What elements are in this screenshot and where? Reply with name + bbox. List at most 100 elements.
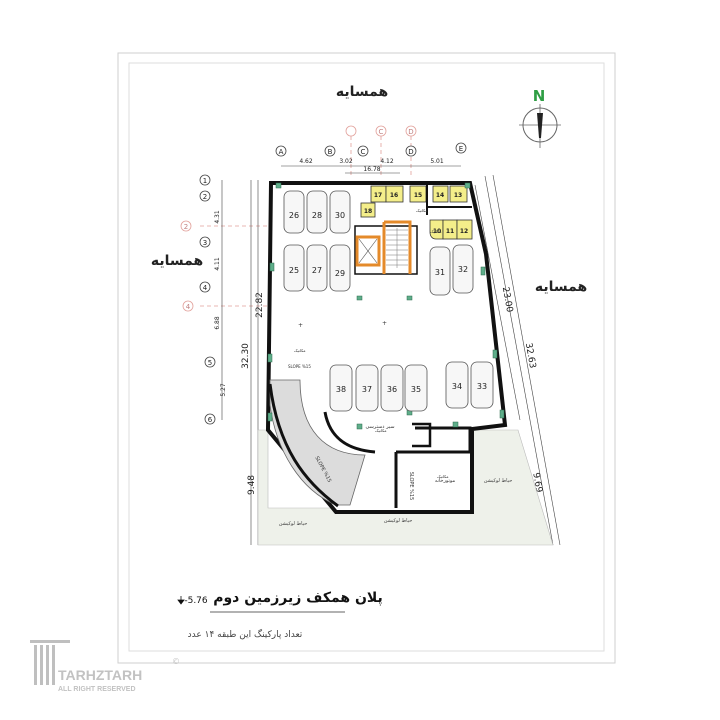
column	[452, 421, 459, 428]
level-value: -5.76	[184, 596, 208, 606]
storage-label-14: 14	[436, 192, 444, 199]
column	[356, 295, 363, 301]
logo-columns-icon	[30, 640, 70, 685]
yard-label-left: حیاط لوکیشن	[279, 521, 308, 527]
column	[275, 182, 282, 189]
center-mark: +	[382, 320, 387, 327]
top-dim-total: 16.78	[363, 166, 380, 173]
storage-label-10: 10	[433, 228, 441, 235]
grid-label-d: D	[408, 148, 413, 156]
yard-label-mid: حیاط لوکیشن	[384, 518, 413, 524]
ramp-room-label: سیر دسترسی	[365, 424, 394, 430]
parking-space-34	[445, 361, 469, 409]
storage-label-17: 17	[374, 192, 382, 199]
grid-bubble-d	[405, 145, 417, 157]
center-mark: +	[298, 322, 303, 329]
grid-bubble-2-secondary	[180, 220, 192, 232]
parking-label-29: 29	[335, 269, 345, 278]
ramp-outer-curb	[268, 383, 339, 508]
parking-count-note: تعداد پارکینگ این طبقه ۱۴ عدد	[188, 628, 303, 640]
stair-treads	[386, 228, 408, 268]
grid-bubble-6	[204, 413, 216, 425]
inner-frame	[128, 62, 605, 652]
grid-bubble-4	[199, 281, 211, 293]
parking-space-35	[404, 364, 428, 412]
ramp-area: SLOPE %15	[268, 379, 376, 508]
elevator-cross-2	[358, 238, 378, 264]
parking-label-36: 36	[387, 385, 397, 394]
left-dim-4: 5.27	[220, 383, 227, 397]
yard-label-right: حیاط لوکیشن	[484, 478, 513, 484]
storage-unit-14	[432, 185, 449, 203]
parking-space-32	[452, 244, 474, 294]
elevation-marker: مکانیک	[375, 428, 386, 433]
grid-bubble-c-tertiary	[345, 125, 357, 137]
grid-bubble-b	[324, 145, 336, 157]
elevation-marker: مکانیک	[416, 208, 427, 213]
level-symbol-icon	[177, 596, 185, 605]
ramp-curve-fill	[269, 379, 366, 506]
neighbor-left-label: همسایه	[151, 253, 203, 269]
parking-label-26: 26	[289, 211, 299, 220]
grid-label-1: 1	[203, 177, 207, 185]
storage-unit-13	[449, 185, 468, 203]
storage-label-13: 13	[454, 192, 462, 199]
logo-copyright: ©	[172, 657, 180, 666]
column	[499, 409, 505, 419]
parking-space-33	[470, 361, 494, 409]
grid-label-2-secondary: 2	[184, 223, 188, 231]
right-inner-dim-line	[474, 184, 521, 421]
plan-title: پلان همکف زیرزمین دوم	[213, 590, 383, 606]
left-dim-1: 4.31	[214, 210, 221, 224]
column	[480, 266, 486, 276]
left-dim-3: 6.88	[214, 316, 221, 330]
stair-wall	[382, 220, 412, 274]
parking-label-31: 31	[435, 268, 445, 277]
grid-bubble-2	[199, 190, 211, 202]
title-block: پلان همکف زیرزمین دوم -5.76 تعداد پارکین…	[177, 590, 383, 640]
parking-space-29	[329, 244, 351, 292]
parking-label-32: 32	[458, 265, 468, 274]
right-property-line-outer	[492, 174, 561, 546]
parking-label-38: 38	[336, 385, 346, 394]
grid-label-2: 2	[203, 193, 207, 201]
column	[492, 349, 498, 359]
grid-label-4-secondary: 4	[186, 303, 191, 311]
left-main-dim: 32.30	[241, 343, 251, 369]
elevation-marker: مکانیک	[430, 229, 441, 234]
storage-units: 17 16 15 14 13 18 10 11 12	[360, 183, 473, 240]
neighbor-top-label: همسایه	[336, 84, 388, 100]
storage-label-16: 16	[390, 192, 398, 199]
elevation-marker: مکانیک	[294, 348, 305, 353]
mid-slope-label: SLOPE %15	[288, 364, 311, 369]
parking-label-33: 33	[477, 382, 487, 391]
grid-label-d-secondary: D	[408, 128, 413, 136]
stair-core	[354, 220, 418, 275]
grid-label-5: 5	[208, 359, 212, 367]
right-main-dim: 32.63	[523, 342, 537, 369]
column	[406, 295, 413, 301]
storage-label-12: 12	[460, 228, 468, 235]
grid-bubble-c-secondary	[375, 125, 387, 137]
utility-room-wall	[412, 422, 432, 448]
parking-space-30	[329, 190, 351, 234]
parking-space-26	[283, 190, 305, 234]
elevation-markers: مکانیک مکانیک مکانیک مکانیک مکانیک SLOPE…	[288, 208, 448, 479]
parking-space-37	[355, 364, 379, 412]
grid-label-e: E	[459, 145, 463, 153]
top-dim-3: 4.12	[380, 158, 394, 165]
logo-name: TARHZTARH	[58, 667, 142, 683]
grid-bubble-3	[199, 236, 211, 248]
core-outline	[354, 225, 418, 275]
lower-slope-label: SLOPE %15	[408, 472, 414, 501]
left-inner-dim: 22.82	[255, 292, 265, 318]
parking-label-27: 27	[312, 266, 322, 275]
parking-label-25: 25	[289, 266, 299, 275]
outer-frame	[117, 52, 616, 664]
parking-label-35: 35	[411, 385, 421, 394]
elevation-marker: مکانیک	[437, 474, 448, 479]
storage-label-18: 18	[364, 208, 372, 215]
parking-spots: 26 28 30 25 27 29 31 32 38 37 36 35 34 3…	[283, 190, 494, 412]
parking-label-28: 28	[312, 211, 322, 220]
grid-label-c-secondary: C	[379, 128, 384, 136]
